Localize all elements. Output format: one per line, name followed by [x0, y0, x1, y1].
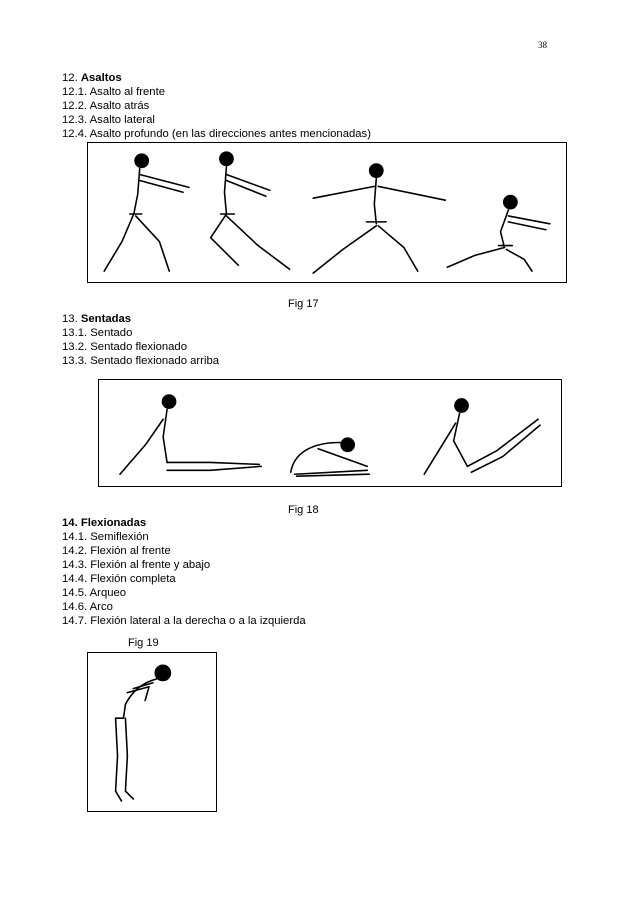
list-item: 14.3. Flexión al frente y abajo — [62, 559, 211, 571]
seated-figure-2 — [289, 437, 371, 477]
lunge-figure-1 — [103, 153, 190, 272]
list-item: 14.4. Flexión completa — [62, 573, 176, 585]
section-13-heading: 13. Sentadas — [62, 313, 131, 326]
seated-figure-1 — [119, 394, 263, 476]
semiflexion-figure — [114, 664, 172, 802]
list-item: 14.6. Arco — [62, 601, 113, 613]
list-item: 13.1. Sentado — [62, 327, 133, 339]
figure-17-caption: Fig 17 — [288, 298, 319, 310]
section-14-heading: 14. Flexionadas — [62, 517, 147, 529]
section-13-number: 13. — [62, 313, 78, 325]
lunge-figures-drawing — [103, 151, 551, 274]
page-number: 38 — [538, 40, 547, 50]
list-item: 14.5. Arqueo — [62, 587, 127, 599]
list-item: 12.2. Asalto atrás — [62, 100, 150, 112]
lunge-figure-2 — [209, 151, 291, 270]
list-item: 14.1. Semiflexión — [62, 531, 149, 543]
figure-19-illustration — [87, 652, 217, 812]
list-item: 14.7. Flexión lateral a la derecha o a l… — [62, 615, 306, 627]
section-12-title: Asaltos — [80, 72, 122, 84]
figure-17-illustration — [87, 142, 567, 283]
list-item: 13.2. Sentado flexionado — [62, 341, 187, 353]
bending-figure-drawing — [114, 664, 172, 802]
seated-figure-3 — [423, 398, 541, 476]
lunge-figure-3 — [312, 163, 447, 274]
section-13-title: Sentadas — [80, 313, 132, 325]
figure-19-caption: Fig 19 — [128, 637, 159, 649]
list-item: 14.2. Flexión al frente — [62, 545, 171, 557]
section-12-number: 12. — [62, 72, 78, 84]
list-item: 12.3. Asalto lateral — [62, 114, 155, 126]
list-item: 12.4. Asalto profundo (en las direccione… — [62, 128, 371, 140]
lunge-figure-4 — [446, 194, 551, 272]
list-item: 12.1. Asalto al frente — [62, 86, 165, 98]
figure-18-illustration — [98, 379, 562, 487]
section-12-heading: 12. Asaltos — [62, 72, 122, 85]
list-item: 13.3. Sentado flexionado arriba — [62, 355, 220, 367]
sitting-figures-drawing — [119, 394, 541, 477]
figure-18-caption: Fig 18 — [288, 504, 319, 516]
